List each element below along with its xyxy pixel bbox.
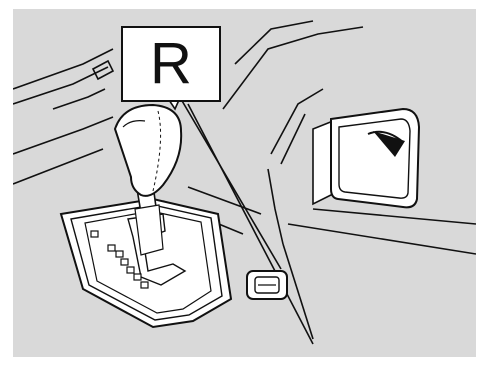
- side-mirror: [313, 109, 419, 207]
- mirror-adjust-switch: [247, 271, 287, 299]
- gear-indicator-label: R: [150, 35, 192, 93]
- shift-illustration: R: [13, 9, 476, 357]
- gear-indicator-callout: R: [121, 26, 221, 102]
- illustration-canvas: [13, 9, 476, 357]
